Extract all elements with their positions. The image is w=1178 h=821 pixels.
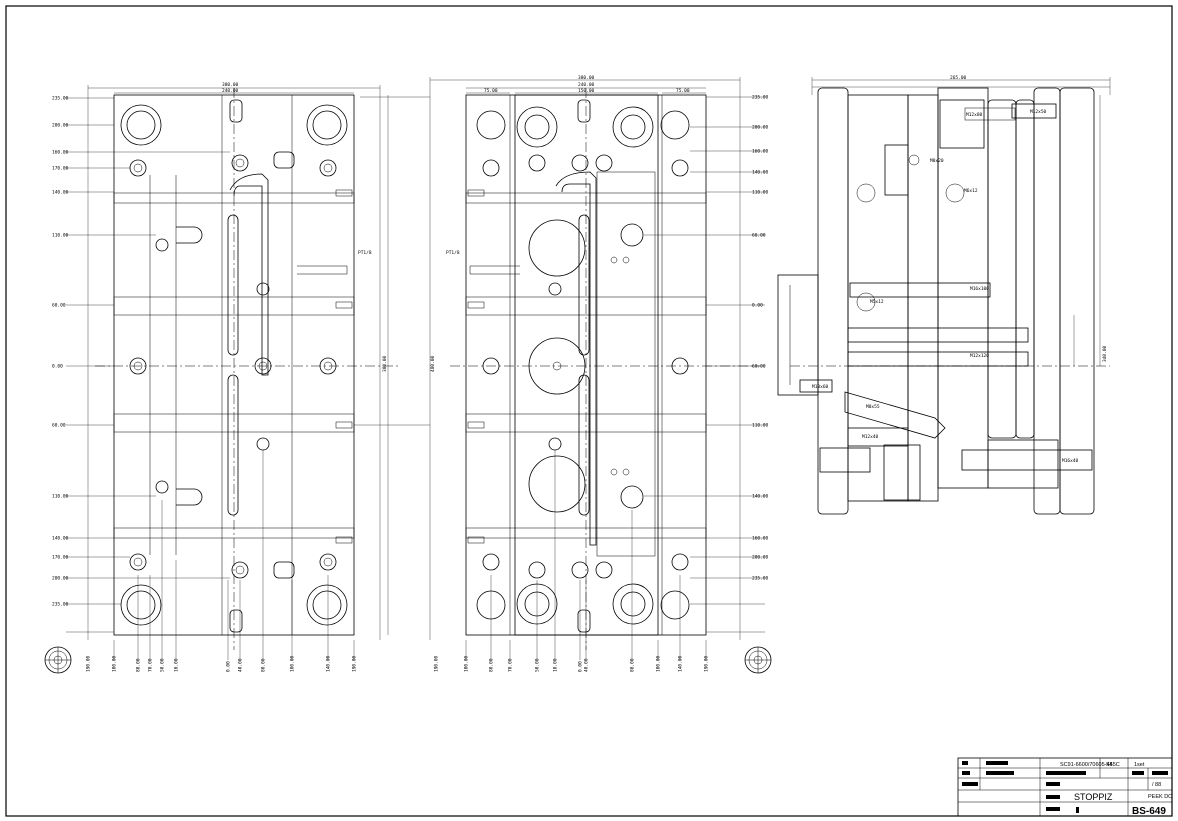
mid-row-dim: 140.00 — [752, 494, 769, 500]
mid-row-dim: 200.00 — [752, 555, 769, 561]
tb-sheet: 1set — [1134, 762, 1145, 768]
left-row-dim: 140.00 — [52, 190, 69, 196]
mid-center-seg: 150.00 — [578, 88, 595, 94]
side-label: M12x50 — [1030, 109, 1047, 115]
mid-row-dim: 200.00 — [752, 125, 769, 131]
mid-bottom-dim: 140.00 — [678, 655, 684, 672]
left-row-dim: 140.00 — [52, 536, 69, 542]
side-label: M5x12 — [870, 299, 884, 305]
left-overall-width: 380.00 — [222, 82, 239, 88]
side-label: M16x40 — [1062, 458, 1079, 464]
left-row-dim: 0.00 — [52, 364, 63, 370]
gate-symbol-left — [44, 646, 72, 674]
side-label: M10x60 — [812, 384, 829, 390]
left-row-dim: 60.00 — [52, 303, 66, 309]
mid-row-dim: 0.00 — [752, 303, 763, 309]
mid-bottom-dim: 80.00 — [489, 658, 495, 672]
left-dimensions: 380.00 240.00 380.00 PT1/8 — [66, 82, 430, 660]
left-bottom-dim: 40.00 — [238, 658, 244, 672]
left-bottom-dim: 0.00 — [226, 661, 232, 672]
left-port-note: PT1/8 — [358, 250, 372, 256]
left-row-dim: 160.00 — [52, 150, 69, 156]
left-row-dim: 235.00 — [52, 96, 69, 102]
mid-row-dim: 235.00 — [752, 95, 769, 101]
side-label: M12x40 — [862, 434, 879, 440]
title-block: SC91-6600/70605-44 S55C 1set / 88 PEEK D… — [957, 757, 1173, 817]
middle-plate-view — [450, 88, 760, 650]
left-row-dim: 235.00 — [52, 602, 69, 608]
left-bottom-dim: 100.00 — [112, 655, 118, 672]
left-bottom-dim: 190.00 — [352, 655, 358, 672]
mid-bottom-dim: 190.00 — [434, 655, 440, 672]
side-section-view — [777, 77, 1111, 515]
side-label: M6x12 — [964, 188, 978, 194]
left-bottom-dim: 70.00 — [148, 658, 154, 672]
gate-symbol-right — [744, 646, 772, 674]
mid-bottom-dim: 100.00 — [464, 655, 470, 672]
left-plate-view — [95, 88, 400, 650]
left-bottom-dim: 140.00 — [326, 655, 332, 672]
mid-inner-width: 240.00 — [578, 82, 595, 88]
mid-bottom-dim: 0.00 — [578, 661, 584, 672]
mid-row-dim: 140.00 — [752, 170, 769, 176]
mid-port-note: PT1/8 — [446, 250, 460, 256]
left-bottom-labels: 190.00 100.00 80.00 70.00 50.00 10.00 0.00 40.0… — [86, 655, 358, 672]
tb-part-code: SC91-6600/70605-44 — [1060, 762, 1113, 768]
left-row-dim: 200.00 — [52, 576, 69, 582]
mid-row-dim: 160.00 — [752, 536, 769, 542]
left-row-dim: 170.00 — [52, 555, 69, 561]
left-bottom-dim: 100.00 — [290, 655, 296, 672]
tb-drawn-by: STOPPIZ — [1074, 792, 1113, 802]
left-bottom-dim: 80.00 — [136, 658, 142, 672]
mid-overall-width: 380.00 — [578, 75, 595, 81]
mid-right-seg: 75.00 — [676, 88, 690, 94]
mid-bottom-dim: 50.00 — [535, 658, 541, 672]
side-label: M8x55 — [866, 404, 880, 410]
left-row-dim: 110.00 — [52, 233, 69, 239]
left-row-dim: 110.00 — [52, 494, 69, 500]
tb-drawing-number: BS-649 — [1132, 806, 1166, 817]
side-label: M12x80 — [966, 112, 983, 118]
sheet-border — [5, 5, 1173, 817]
left-row-dim: 170.00 — [52, 166, 69, 172]
middle-dimensions: 380.00 240.00 75.00 150.00 75.00 480.00 … — [429, 75, 765, 660]
mid-bottom-dim: 70.00 — [508, 658, 514, 672]
side-label: M8x20 — [930, 158, 944, 164]
left-row-dim: 200.00 — [52, 123, 69, 129]
mid-left-seg: 75.00 — [484, 88, 498, 94]
tb-ref: PEEK DO — [1148, 794, 1173, 800]
mid-bottom-dim: 100.00 — [656, 655, 662, 672]
left-bottom-dim: 190.00 — [86, 655, 92, 672]
mid-row-dim: 160.00 — [752, 149, 769, 155]
mid-row-dim: 60.00 — [752, 364, 766, 370]
tb-material: S55C — [1106, 762, 1120, 768]
mid-bottom-dim: 190.00 — [704, 655, 710, 672]
side-label: M12x120 — [970, 353, 989, 359]
mid-height: 480.00 — [430, 355, 436, 372]
side-height: 340.00 — [1102, 345, 1108, 362]
mid-bottom-dim: 80.00 — [630, 658, 636, 672]
side-label: M16x100 — [970, 286, 989, 292]
tb-scale: / 88 — [1152, 782, 1161, 788]
left-row-labels: 235.00 200.00 160.00 170.00 140.00 110.00 60.0… — [52, 96, 69, 608]
mid-bottom-dim: 40.00 — [584, 658, 590, 672]
mid-bottom-dim: 10.00 — [553, 658, 559, 672]
left-inner-width: 240.00 — [222, 88, 239, 94]
left-row-dim: 60.00 — [52, 423, 66, 429]
mid-row-dim: 110.00 — [752, 190, 769, 196]
mid-row-labels: 235.00 200.00 160.00 140.00 110.00 60.00 0.00 6… — [752, 95, 769, 582]
mid-row-dim: 60.00 — [752, 233, 766, 239]
left-bottom-dim: 10.00 — [174, 658, 180, 672]
left-bottom-dim: 50.00 — [160, 658, 166, 672]
left-bottom-dim: 80.00 — [261, 658, 267, 672]
side-overall-width: 265.00 — [950, 75, 967, 81]
mid-row-dim: 235.00 — [752, 576, 769, 582]
mid-row-dim: 110.00 — [752, 423, 769, 429]
left-height: 380.00 — [382, 355, 388, 372]
